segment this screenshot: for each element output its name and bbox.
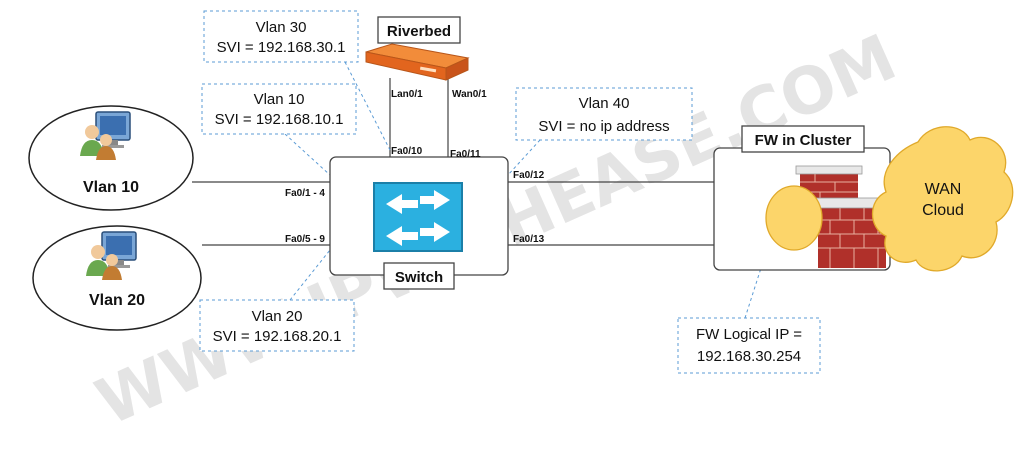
- fw-cluster-label: FW in Cluster: [755, 132, 852, 149]
- riverbed-node[interactable]: Riverbed: [365, 16, 470, 81]
- host-vlan20-label: Vlan 20: [89, 292, 145, 309]
- switch-icon: [373, 182, 463, 252]
- callout-vlan20-line1: Vlan 20: [252, 308, 303, 325]
- callout-fw-ip-line2: 192.168.30.254: [697, 348, 801, 365]
- cloud-icon: [872, 126, 1014, 272]
- user-computer-icon: [80, 111, 131, 160]
- port-fa013: Fa0/13: [513, 234, 545, 245]
- host-vlan10[interactable]: Vlan 10: [28, 105, 194, 211]
- callout-vlan30-line1: Vlan 30: [256, 19, 307, 36]
- callout-vlan20: Vlan 20 SVI = 192.168.20.1: [199, 299, 355, 352]
- switch-label: Switch: [395, 269, 443, 286]
- port-fa05-9: Fa0/5 - 9: [285, 234, 325, 245]
- wan-cloud-node[interactable]: WAN Cloud: [872, 126, 1014, 272]
- wan-cloud-label-line2: Cloud: [922, 202, 964, 219]
- port-lan01: Lan0/1: [391, 89, 423, 100]
- port-fa012: Fa0/12: [513, 170, 545, 181]
- callout-vlan40: Vlan 40 SVI = no ip address: [515, 87, 693, 141]
- host-vlan10-label: Vlan 10: [83, 179, 139, 196]
- wan-cloud-label-line1: WAN: [925, 181, 962, 198]
- callout-fw-logical-ip: FW Logical IP = 192.168.30.254: [677, 317, 821, 374]
- fw-cluster-node[interactable]: FW in Cluster: [713, 125, 891, 271]
- connections: [192, 78, 714, 246]
- port-fa01-4: Fa0/1 - 4: [285, 188, 325, 199]
- pointer-vlan40: [507, 139, 541, 176]
- user-computer-icon: [86, 231, 137, 280]
- callout-fw-ip-line1: FW Logical IP =: [696, 326, 802, 343]
- port-wan01: Wan0/1: [452, 89, 487, 100]
- pointer-vlan20: [289, 249, 331, 301]
- fw-logical-ip-circle: [765, 185, 823, 251]
- callout-vlan10-line1: Vlan 10: [254, 91, 305, 108]
- callout-vlan40-line2: SVI = no ip address: [538, 118, 669, 135]
- pointer-vlan10: [284, 133, 331, 176]
- callout-vlan30-line2: SVI = 192.168.30.1: [217, 39, 346, 56]
- riverbed-label: Riverbed: [387, 23, 451, 40]
- pointer-vlan30: [344, 61, 391, 151]
- port-fa010: Fa0/10: [391, 146, 423, 157]
- callout-vlan30: Vlan 30 SVI = 192.168.30.1: [203, 10, 359, 63]
- callout-vlan20-line2: SVI = 192.168.20.1: [213, 328, 342, 345]
- riverbed-appliance-icon: [365, 43, 470, 81]
- firewall-icon-back: [795, 165, 863, 202]
- host-vlan20[interactable]: Vlan 20: [32, 225, 202, 331]
- switch-node[interactable]: Switch: [329, 156, 509, 290]
- callout-vlan10: Vlan 10 SVI = 192.168.10.1: [201, 83, 357, 135]
- port-labels: Lan0/1 Wan0/1 Fa0/10 Fa0/11 Fa0/12 Fa0/1…: [285, 89, 545, 245]
- callout-vlan10-line2: SVI = 192.168.10.1: [215, 111, 344, 128]
- port-fa011: Fa0/11: [450, 149, 481, 160]
- callout-vlan40-line1: Vlan 40: [579, 95, 630, 112]
